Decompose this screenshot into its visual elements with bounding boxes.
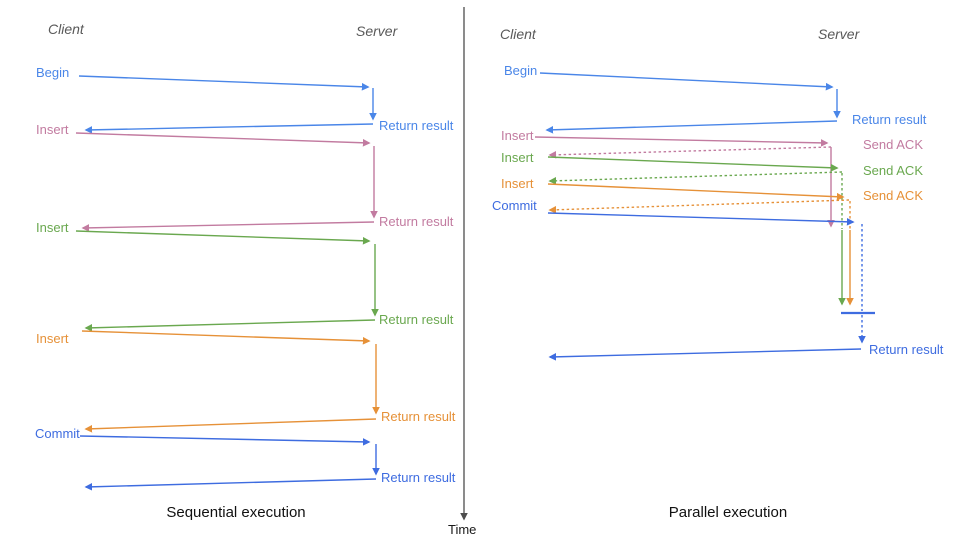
par-insert2-ack-label: Send ACK [863,163,923,178]
par-client-title: Client [500,26,536,42]
seq-insert3-arrows [81,330,380,433]
par-insert2-ack-line [548,171,843,185]
par-insert2-label: Insert [501,150,534,165]
seq-insert1-arrows [75,132,378,232]
par-begin-return-line [545,120,838,134]
par-begin-request-line [539,72,834,91]
seq-insert3-label: Insert [36,331,69,346]
seq-begin-request-line [78,75,370,91]
seq-insert1-label: Insert [36,122,69,137]
seq-insert2-request-line [75,230,371,245]
seq-commit-return-label: Return result [381,470,456,485]
seq-insert2-arrows [75,230,379,332]
seq-server-title: Server [356,23,398,39]
seq-caption: Sequential execution [166,504,306,521]
par-commit-arrows [547,212,875,361]
seq-begin-label: Begin [36,65,70,80]
seq-client-title: Client [48,21,84,37]
seq-insert3-return-line [84,418,377,433]
seq-begin-return-label: Return result [379,118,454,133]
seq-commit-arrows [79,435,380,491]
par-begin-label: Begin [504,63,538,78]
par-insert2-request-line [547,156,839,172]
par-insert2-arrows [547,156,846,306]
par-insert1-arrows [534,136,835,228]
seq-insert2-return-line [84,319,376,332]
seq-insert2-label: Insert [36,220,69,235]
par-commit-request-line [547,212,855,226]
par-insert1-ack-label: Send ACK [863,137,923,152]
par-insert3-request-line [547,183,845,201]
par-commit-return-label: Return result [869,342,944,357]
seq-insert2-return-label: Return result [379,312,454,327]
par-commit-label: Commit [492,198,537,213]
par-insert3-ack-line [548,199,850,214]
seq-insert1-request-line [75,132,371,147]
seq-commit-request-line [79,435,371,446]
seq-begin-return-line [84,123,374,134]
par-insert1-label: Insert [501,128,534,143]
par-insert1-ack-line [548,146,832,159]
seq-insert1-return-label: Return result [379,214,454,229]
seq-insert1-return-line [81,221,375,232]
seq-commit-label: Commit [35,426,80,441]
par-commit-return-line [548,348,862,361]
seq-insert3-return-label: Return result [381,409,456,424]
par-server-title: Server [818,26,860,42]
par-insert3-label: Insert [501,176,534,191]
time-axis-label: Time [448,522,477,537]
par-insert3-arrows [547,183,854,306]
seq-commit-return-line [84,478,377,491]
par-caption: Parallel execution [668,504,788,521]
par-begin-arrows [539,72,841,134]
seq-insert3-request-line [81,330,371,345]
par-insert3-ack-label: Send ACK [863,188,923,203]
seq-begin-arrows [78,75,377,134]
par-insert1-request-line [534,136,829,147]
par-begin-return-label: Return result [852,112,927,127]
